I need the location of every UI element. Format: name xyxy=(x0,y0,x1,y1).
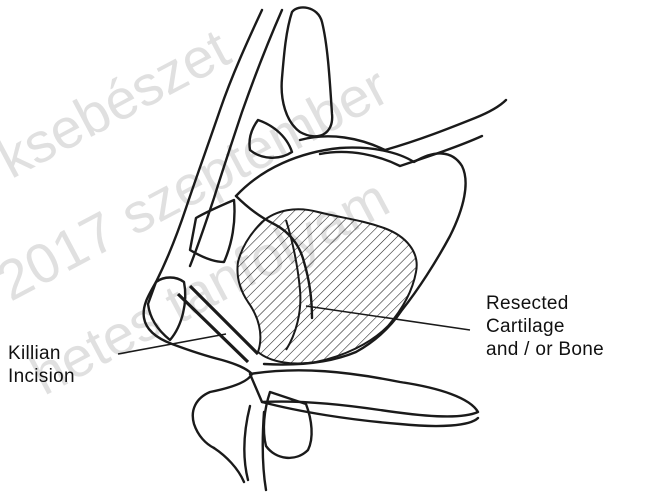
hard-palate xyxy=(250,370,478,416)
tooth-root xyxy=(244,406,266,490)
palate-lower xyxy=(262,402,478,426)
resected-label-line-2: Cartilage xyxy=(486,315,604,338)
resected-area xyxy=(237,209,416,363)
resected-label: Resected Cartilage and / or Bone xyxy=(486,292,604,361)
killian-label-line-1: Killian xyxy=(8,342,75,365)
resected-label-line-3: and / or Bone xyxy=(486,338,604,361)
upper-lip-inner xyxy=(214,448,244,482)
resected-label-line-1: Resected xyxy=(486,292,604,315)
killian-incision-label: Killian Incision xyxy=(8,342,75,388)
killian-label-line-2: Incision xyxy=(8,365,75,388)
